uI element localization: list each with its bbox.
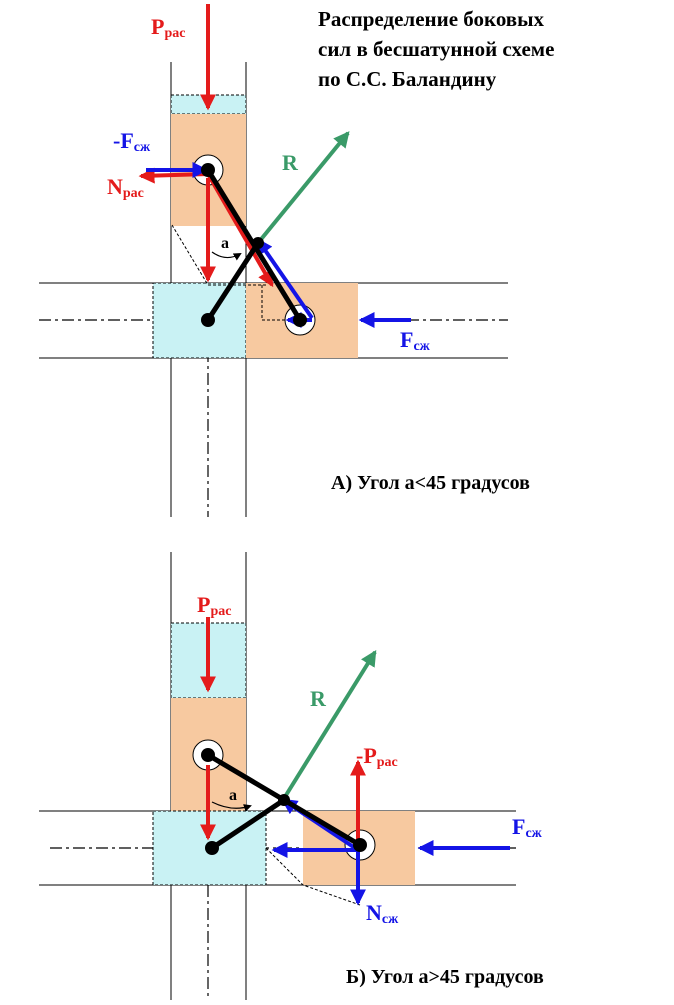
vector-diagonal-red <box>206 173 274 288</box>
joint-left <box>205 841 219 855</box>
vector-diagonal-blue <box>256 238 314 320</box>
link-secondary <box>210 797 286 851</box>
joint-middle <box>252 237 264 249</box>
angle-arc <box>211 251 242 261</box>
joint-left <box>201 313 215 327</box>
diagram-b: Pрас R -Pрас Fсж а Nсж <box>39 552 543 1000</box>
label-angle: а <box>221 235 229 252</box>
label-n-rac: Nрас <box>107 174 144 201</box>
joint-right <box>353 838 367 852</box>
label-r: R <box>282 150 299 175</box>
label-n-szh: Nсж <box>366 900 399 927</box>
joint-top <box>201 163 215 177</box>
diagram-a: Pрас -Fсж Nрас R а Fсж <box>39 4 508 517</box>
joint-middle <box>278 794 290 806</box>
label-f-szh: Fсж <box>400 327 431 354</box>
label-f-szh: Fсж <box>512 814 543 841</box>
caption-b: Б) Угол а>45 градусов <box>346 966 544 988</box>
label-angle: а <box>229 787 237 804</box>
vector-r <box>281 649 377 802</box>
link-secondary <box>205 241 261 322</box>
title-line-3: по С.С. Баландину <box>318 67 497 91</box>
label-r: R <box>310 686 327 711</box>
label-neg-p-rac: -Pрас <box>356 743 398 770</box>
label-neg-f-szh: -Fсж <box>113 128 151 155</box>
piston-left-shadow <box>152 282 247 359</box>
label-p-rac: Pрас <box>197 592 231 619</box>
caption-a: А) Угол а<45 градусов <box>331 472 530 494</box>
title-line-1: Распределение боковых <box>318 7 545 31</box>
construction-line <box>265 847 361 906</box>
angle-arc <box>211 801 252 812</box>
joint-right <box>293 313 307 327</box>
vector-r <box>256 131 350 245</box>
label-p-rac: Pрас <box>151 14 185 41</box>
title-line-2: сил в бесшатунной схеме <box>318 37 555 61</box>
joint-top <box>201 748 215 762</box>
vector-n-rac <box>138 167 209 184</box>
